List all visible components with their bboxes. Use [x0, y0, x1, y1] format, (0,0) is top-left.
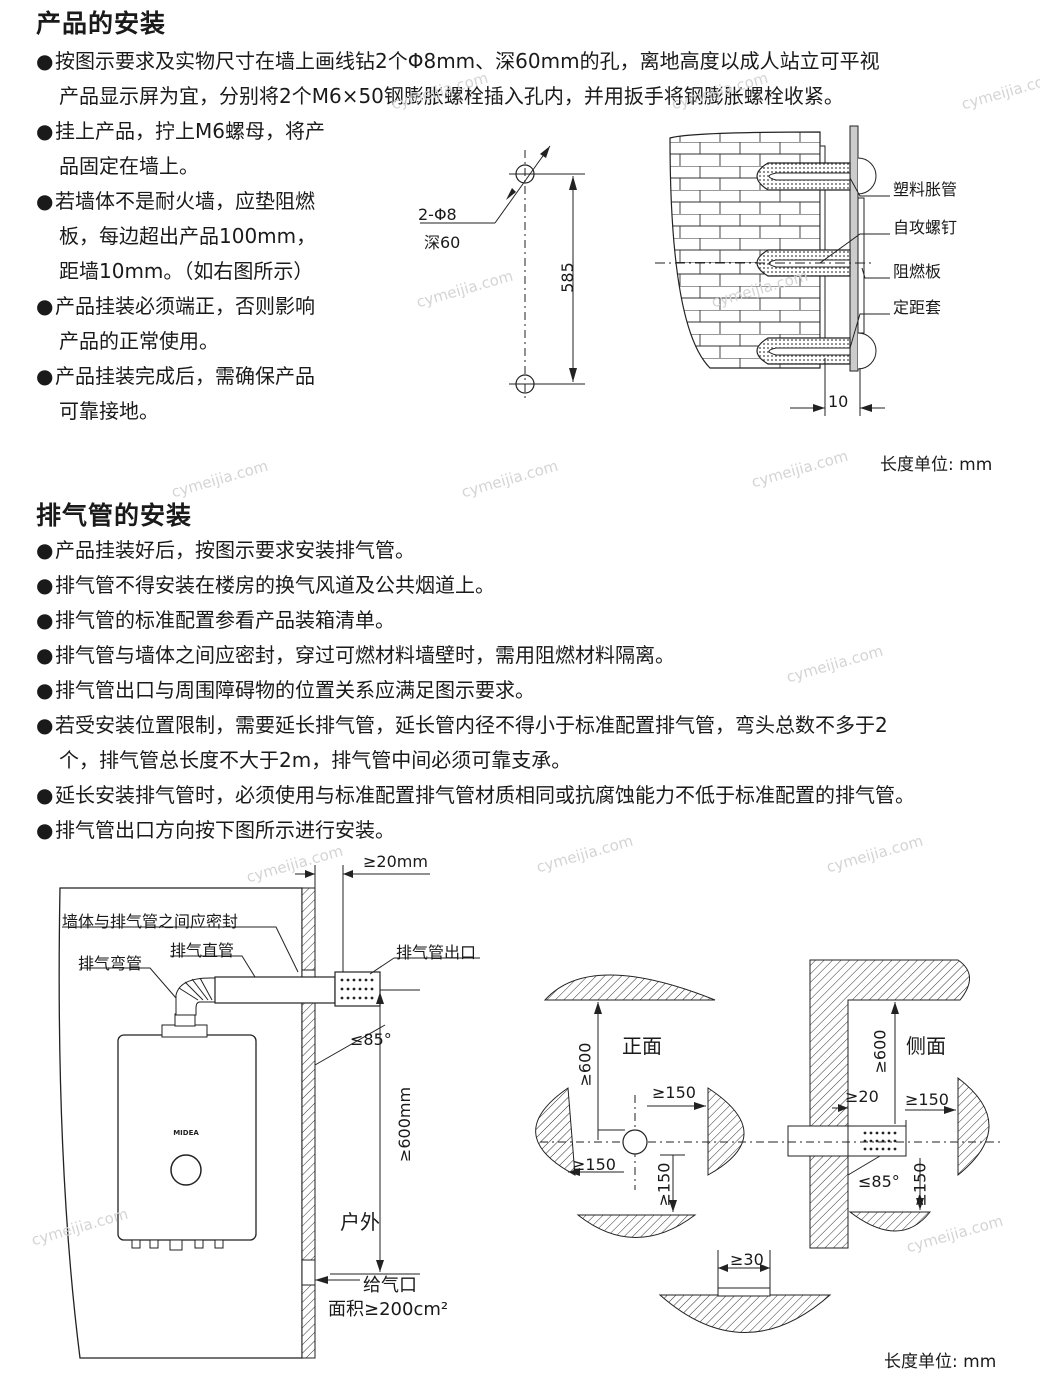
label-side: 侧面 — [906, 1034, 946, 1058]
bullet-5: ●产品挂装完成后，需确保产品 可靠接地。 — [36, 364, 315, 423]
section1-title: 产品的安装 — [36, 9, 167, 38]
watermark: cymeijia.com — [169, 456, 271, 502]
label-plastic-anchor: 塑料胀管 — [893, 180, 958, 199]
label-area: 面积≥200cm² — [328, 1299, 449, 1320]
dim-600mm: ≥600mm — [395, 1086, 415, 1163]
unit-label-2: 长度单位: mm — [884, 1352, 997, 1372]
drill-hole-diagram — [420, 145, 585, 400]
dim-10: 10 — [828, 392, 849, 411]
bullet-2: ●挂上产品，拧上M6螺母，将产 品固定在墙上。 — [36, 119, 325, 178]
label-board: 阻燃板 — [893, 262, 942, 281]
label-screw: 自攻螺钉 — [893, 218, 958, 237]
dim-20-side: ≥20 — [845, 1087, 879, 1106]
label-straight-pipe: 排气直管 — [170, 941, 235, 960]
label-air-inlet: 给气口 — [363, 1275, 417, 1296]
bullet-s2-4: ●排气管与墙体之间应密封，穿过可燃材料墙壁时，需用阻燃材料隔离。 — [36, 643, 675, 667]
dim-20mm: ≥20mm — [363, 852, 428, 871]
section2-bullets: ●产品挂装好后，按图示要求安装排气管。 ●排气管不得安装在楼房的换气风道及公共烟… — [36, 533, 915, 848]
watermark: cymeijia.com — [959, 68, 1040, 114]
label-front: 正面 — [622, 1034, 662, 1058]
dim-30: ≥30 — [730, 1250, 764, 1269]
dim-85-side: ≤85° — [858, 1172, 900, 1191]
dim-150-front-right: ≥150 — [652, 1083, 696, 1102]
dim-600-side: ≥600 — [870, 1029, 890, 1074]
label-elbow: 排气弯管 — [78, 954, 143, 973]
section2-title: 排气管的安装 — [36, 501, 193, 530]
label-outdoor: 户外 — [340, 1210, 380, 1234]
bullet-s2-5: ●排气管出口与周围障碍物的位置关系应满足图示要求。 — [36, 678, 535, 702]
bullet-3: ●若墙体不是耐火墙，应垫阻燃 板，每边超出产品100mm， 距墙10mm。（如右… — [36, 189, 317, 283]
exhaust-install-diagram: MIDEA — [58, 865, 480, 1359]
label-spacer: 定距套 — [893, 298, 942, 317]
bullet-1: ●按图示要求及实物尺寸在墙上画线钻2个Φ8mm、深60mm的孔，离地高度以成人站… — [36, 44, 880, 114]
bullet-s2-7: ●延长安装排气管时，必须使用与标准配置排气管材质相同或抗腐蚀能力不低于标准配置的… — [36, 783, 915, 807]
dim-585: 585 — [557, 262, 577, 293]
dim-600-front: ≥600 — [575, 1042, 595, 1087]
bullet-dot: ● — [36, 49, 54, 73]
label-seal: 墙体与排气管之间应密封 — [62, 912, 239, 931]
clearance-diagram — [535, 959, 1000, 1333]
bullet-s2-6: ●若受安装位置限制，需要延长排气管，延长管内径不得小于标准配置排气管，弯头总数不… — [36, 713, 888, 737]
bullet-s2-1: ●产品挂装好后，按图示要求安装排气管。 — [36, 538, 415, 562]
hole-label-1: 2-Φ8 — [418, 205, 457, 224]
dim-150-front-left: ≥150 — [572, 1155, 616, 1174]
unit-label-1: 长度单位: mm — [880, 455, 993, 475]
hole-label-2: 深60 — [424, 233, 461, 252]
bullet-s2-2: ●排气管不得安装在楼房的换气风道及公共烟道上。 — [36, 573, 495, 597]
dim-150-side-right: ≥150 — [905, 1090, 949, 1109]
dim-150-side-bottom: ≥150 — [910, 1162, 930, 1207]
bullet-s2-8: ●排气管出口方向按下图所示进行安装。 — [36, 818, 395, 842]
label-outlet: 排气管出口 — [396, 943, 477, 962]
wall-section-diagram — [655, 125, 890, 416]
dim-150-front-bottom: ≥150 — [654, 1162, 674, 1207]
watermark: cymeijia.com — [749, 446, 851, 492]
bullet-s2-3: ●排气管的标准配置参看产品装箱清单。 — [36, 608, 395, 632]
watermark: cymeijia.com — [459, 456, 561, 502]
dim-85-left: ≤85° — [350, 1030, 392, 1049]
bullet-4: ●产品挂装必须端正，否则影响 产品的正常使用。 — [36, 294, 315, 353]
brand-mark: MIDEA — [173, 1129, 199, 1137]
